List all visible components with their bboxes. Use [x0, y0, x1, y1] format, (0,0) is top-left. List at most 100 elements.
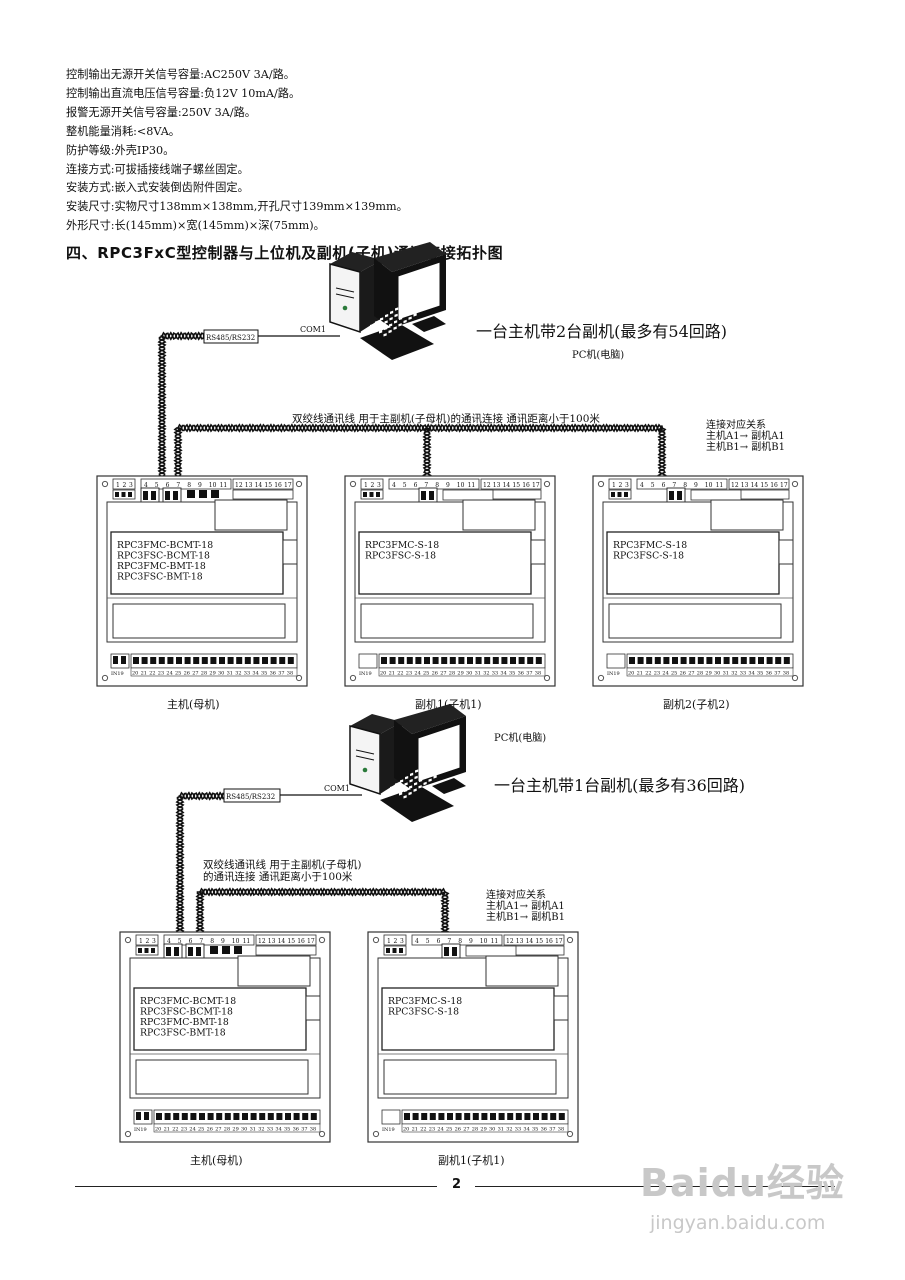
terminal-number: 2: [371, 482, 375, 489]
terminal-number: 13: [493, 482, 501, 489]
bottom-pin: [646, 657, 652, 664]
rs-label: RS485/RS232: [226, 793, 275, 801]
terminal-number: 17: [532, 482, 540, 489]
mapping-line: 主机A1→ 副机A1: [706, 429, 785, 442]
plug-pin: [429, 491, 434, 500]
terminal-number: 5: [403, 482, 407, 489]
terminal-number: 22: [397, 671, 403, 677]
mapping-line: 连接对应关系: [486, 888, 546, 901]
terminal-number: 6: [662, 482, 666, 489]
bottom-pin: [219, 657, 225, 664]
bottom-pin: [732, 657, 738, 664]
terminal-number: 4: [415, 938, 419, 945]
diagram-title: 一台主机带2台副机(最多有54回路): [476, 322, 727, 341]
terminal-number: 32: [235, 671, 241, 677]
plug-pin: [393, 948, 397, 953]
terminal-number: 35: [532, 1127, 538, 1133]
terminal-number: 3: [400, 938, 404, 945]
terminal-number: 37: [774, 671, 780, 677]
plug-pin: [166, 947, 171, 956]
terminal-number: 13: [741, 482, 749, 489]
terminal-number: 14: [751, 482, 759, 489]
page-number: 2: [452, 1177, 461, 1192]
terminal-number: 1: [116, 482, 120, 489]
bottom-pin: [473, 1113, 479, 1120]
mapping-line: 连接对应关系: [706, 418, 766, 431]
plug-pin: [452, 947, 457, 956]
terminal-number: 36: [293, 1127, 299, 1133]
bottom-pin: [421, 1113, 427, 1120]
twisted-label: 双绞线通讯线 用于主副机(子母机): [203, 858, 362, 871]
terminal-number: 32: [483, 671, 489, 677]
bottom-pin: [285, 1113, 291, 1120]
plug-b: [466, 946, 516, 956]
terminal-number: 22: [645, 671, 651, 677]
terminal-number: 27: [463, 1127, 469, 1133]
bottom-pin: [156, 1113, 162, 1120]
terminal-number: 35: [757, 671, 763, 677]
terminal-number: 10: [232, 938, 240, 945]
terminal-number: 23: [158, 671, 164, 677]
terminal-number: 33: [492, 671, 498, 677]
terminal-number: 2: [146, 938, 150, 945]
key: [400, 786, 403, 789]
terminal-number: 6: [437, 938, 441, 945]
terminal-number: 3: [129, 482, 133, 489]
relay-box: [463, 500, 535, 530]
plug-pin: [145, 948, 149, 953]
bottom-pin: [458, 657, 464, 664]
device-caption: 副机1(子机1): [438, 1153, 505, 1167]
terminal-number: 4: [640, 482, 644, 489]
bottom-pin: [268, 1113, 274, 1120]
in-label: IN19: [382, 1127, 395, 1133]
terminal-number: 28: [472, 1127, 478, 1133]
key: [375, 327, 378, 330]
terminal-number: 9: [221, 938, 225, 945]
relay-box: [486, 956, 558, 986]
bottom-pin: [176, 657, 182, 664]
terminal-number: 16: [770, 482, 778, 489]
bottom-pin: [311, 1113, 317, 1120]
twisted-label: 的通讯连接 通讯距离小于100米: [203, 870, 353, 883]
terminal-number: 34: [748, 671, 754, 677]
bottom-pin: [233, 1113, 239, 1120]
plug-pin: [165, 491, 170, 500]
terminal-number: 20: [155, 1127, 161, 1133]
bottom-pin: [749, 657, 755, 664]
tower-front: [350, 726, 380, 794]
plug-pin: [234, 946, 242, 954]
terminal-number: 28: [449, 671, 455, 677]
terminal-number: 37: [278, 671, 284, 677]
terminal-number: 36: [518, 671, 524, 677]
pc-icon-1: [330, 242, 446, 360]
terminal-number: 36: [270, 671, 276, 677]
terminal-number: 15: [535, 938, 543, 945]
bottom-pin: [242, 1113, 248, 1120]
side-latch: [531, 540, 545, 564]
terminal-number: 31: [250, 1127, 256, 1133]
terminal-number: 37: [526, 671, 532, 677]
terminal-number: 29: [232, 1127, 238, 1133]
terminal-number: 21: [412, 1127, 418, 1133]
bottom-pin: [199, 1113, 205, 1120]
terminal-number: 8: [187, 482, 191, 489]
terminal-number: 36: [766, 671, 772, 677]
in-label: IN19: [134, 1127, 147, 1133]
model-number: RPC3FMC-BMT-18: [117, 561, 206, 572]
bottom-pin: [413, 1113, 419, 1120]
relay-box: [711, 500, 783, 530]
model-number: RPC3FMC-BMT-18: [140, 1017, 229, 1028]
terminal-number: 22: [420, 1127, 426, 1133]
plug-pin: [210, 946, 218, 954]
terminal-number: 10: [705, 482, 713, 489]
keypad-window: [609, 604, 781, 638]
bottom-pin: [262, 657, 268, 664]
slave-controller-1: 1234567891011121314151617A1B1RPC3FMC-S-1…: [345, 476, 555, 711]
bottom-pin: [210, 657, 216, 664]
terminal-number: 24: [414, 671, 420, 677]
terminal-number: 38: [535, 671, 541, 677]
com-label: COM1: [300, 325, 326, 334]
bottom-pin: [142, 657, 148, 664]
terminal-number: 16: [274, 482, 282, 489]
